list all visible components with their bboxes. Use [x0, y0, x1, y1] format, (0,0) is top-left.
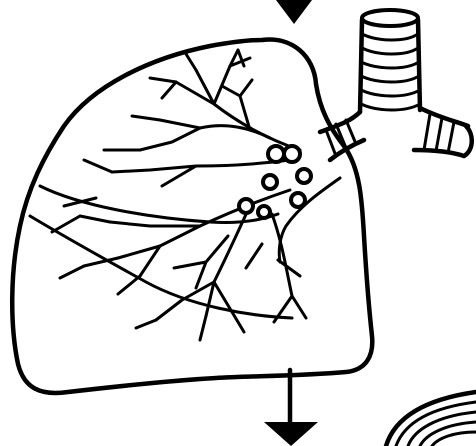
lung-fissure-lower: [30, 216, 292, 318]
right-bronchus-icon: [414, 108, 472, 156]
diaphragm-icon: [386, 392, 476, 446]
lymph-node-icon: [239, 146, 311, 218]
bottom-arrow-icon: [264, 370, 318, 446]
top-arrow-icon: [276, 0, 312, 24]
trachea-icon: [360, 10, 420, 112]
